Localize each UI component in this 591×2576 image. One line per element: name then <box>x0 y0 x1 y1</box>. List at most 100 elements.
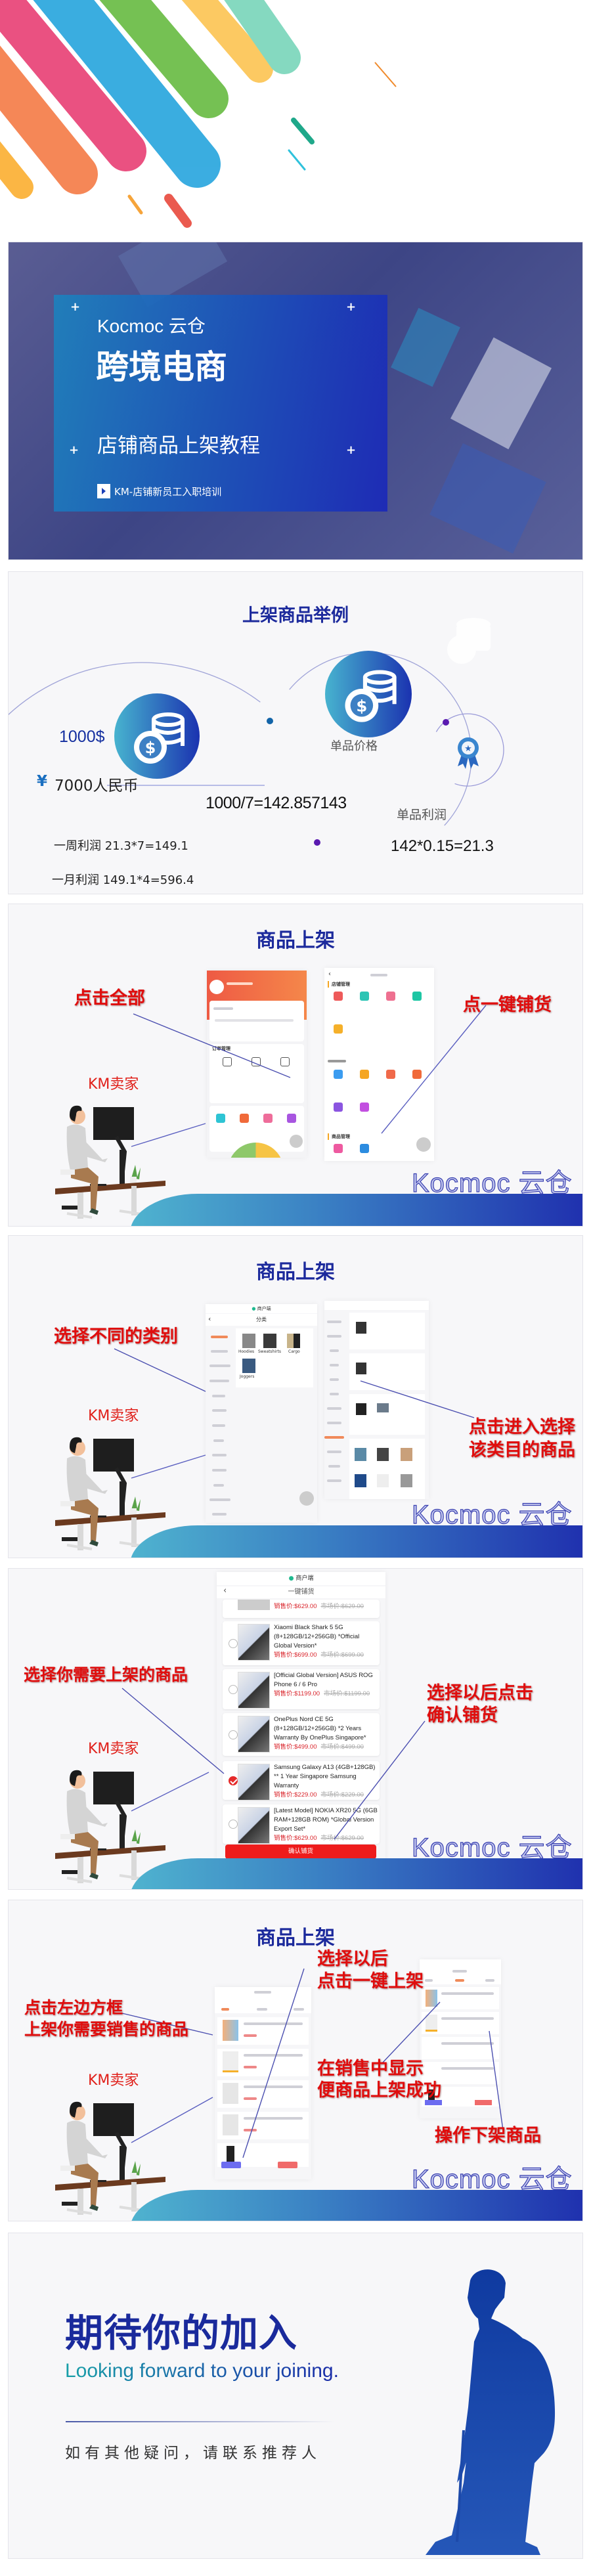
cover-subtitle: 店铺商品上架教程 <box>97 434 260 458</box>
plus-icon: + <box>69 443 79 457</box>
market-price: 市场价:$229.00 <box>320 1791 364 1799</box>
goods-section-label: 商品管理 <box>328 1133 350 1140</box>
app-home-screenshot: 订单管理 <box>207 971 307 1158</box>
closing-contact: 如有其他疑问，请联系推荐人 <box>65 2445 321 2462</box>
callout-select-category: 选择不同的类别 <box>54 1326 178 1347</box>
kocmoc-watermark: Kocmoc 云仓 <box>411 1500 573 1529</box>
product-card[interactable]: [Latest Model] NOKIA XR20 5G (6GB RAM+12… <box>223 1804 380 1844</box>
kocmoc-watermark: Kocmoc 云仓 <box>411 2164 573 2194</box>
svg-text:$: $ <box>145 739 156 757</box>
listing-screenshot <box>215 1987 311 2179</box>
callout-on-sale-1: 在销售中显示 <box>317 2059 424 2079</box>
cover-title-panel: Kocmoc 云仓 跨境电商 店铺商品上架教程 KM-店铺新员工入职培训 <box>54 295 387 512</box>
subcategory-screenshot <box>324 1301 429 1499</box>
km-seller-label: KM卖家 <box>88 1741 139 1757</box>
seller-at-desk-illustration <box>55 1437 165 1550</box>
pie-chart <box>228 1143 284 1158</box>
rmb-amount: 7000人民币 <box>55 777 139 795</box>
market-price: 市场价:$1199.00 <box>324 1690 370 1697</box>
yuan-icon: ¥ <box>37 773 48 790</box>
back-chevron-icon[interactable]: ‹ <box>328 971 331 978</box>
shop-section-label: 店铺管理 <box>328 981 350 988</box>
delist-button[interactable] <box>278 2162 297 2168</box>
section-title: 商品上架 <box>256 1927 335 1950</box>
market-price: 市场价:$629.00 <box>320 1835 364 1842</box>
delist-button[interactable] <box>475 2100 492 2105</box>
callout-after-select-1: 选择以后 <box>317 1949 388 1969</box>
select-checkbox[interactable] <box>229 1730 238 1739</box>
seller-at-desk-illustration <box>55 1105 165 1219</box>
step4-slide: 商品上架 选择以后 点击一键上架 点击左边方框 上架你需要销售的商品 在销售中显… <box>8 1900 583 2221</box>
product-label[interactable]: Hoodies <box>238 1349 255 1354</box>
product-card[interactable]: Xiaomi Black Shark 5 5G (8+128GB/12+256G… <box>223 1621 380 1665</box>
back-chevron-icon[interactable]: ‹ <box>223 1586 227 1596</box>
all-grid-icon[interactable] <box>287 1114 296 1123</box>
seller-at-desk-illustration <box>55 1770 165 1883</box>
plus-icon: + <box>346 443 357 457</box>
product-name: Samsung Galaxy A13 (4GB+128GB) ** 1 Year… <box>274 1764 376 1789</box>
on-sale-screenshot <box>420 1959 501 2118</box>
timeline-dot <box>443 719 449 726</box>
product-label[interactable]: Joggers <box>240 1374 255 1379</box>
callout-one-click-stock: 点一键铺货 <box>463 995 552 1015</box>
usd-amount: 1000$ <box>59 728 105 746</box>
km-seller-label: KM卖家 <box>88 1076 139 1093</box>
product-image <box>238 1764 270 1801</box>
section-title: 商品上架 <box>256 929 335 952</box>
example-slide: 上架商品举例 $ $ ★ 1000$ ¥ 7000人民币 单品价格 1000/7… <box>8 571 583 894</box>
example-title: 上架商品举例 <box>242 605 349 626</box>
callout-after-select-2: 点击一键上架 <box>317 1971 424 1992</box>
product-card[interactable]: OnePlus Nord CE 5G (8+128GB/12+256GB) *2… <box>223 1713 380 1756</box>
plus-icon: + <box>346 300 357 314</box>
back-chevron-icon[interactable]: ‹ <box>208 1315 211 1323</box>
product-card[interactable]: [Official Global Version] ASUS ROG Phone… <box>223 1669 380 1709</box>
product-label[interactable]: Sweatshirts <box>258 1349 281 1354</box>
product-image <box>238 1672 270 1709</box>
all-functions-screenshot: ‹ 店铺管理 商品管理 <box>324 968 434 1161</box>
km-seller-label: KM卖家 <box>88 1408 139 1424</box>
bottom-gradient-wave <box>130 1525 582 1558</box>
product-card[interactable]: Samsung Galaxy A13 (4GB+128GB) ** 1 Year… <box>223 1761 380 1801</box>
product-name: [Official Global Version] ASUS ROG Phone… <box>274 1672 373 1688</box>
select-checkbox[interactable] <box>229 1820 238 1829</box>
award-ribbon-icon: ★ <box>458 737 479 769</box>
kocmoc-watermark: Kocmoc 云仓 <box>411 1833 573 1862</box>
product-name: OnePlus Nord CE 5G (8+128GB/12+256GB) *2… <box>274 1716 366 1741</box>
closing-slide: 期待你的加入 Looking forward to your joining. … <box>8 2233 583 2559</box>
list-button[interactable] <box>221 2162 241 2168</box>
select-checkbox[interactable] <box>229 1684 238 1694</box>
cover-headline: 跨境电商 <box>96 348 227 386</box>
svg-text:$: $ <box>356 696 367 715</box>
timeline-dot <box>267 718 273 724</box>
step1-slide: 商品上架 订单管理 ‹ 店铺管理 商品管理 <box>8 904 583 1227</box>
confirm-stock-button[interactable]: 确认铺货 <box>225 1845 376 1859</box>
bottom-gradient-wave <box>130 1858 582 1889</box>
unit-price-label: 单品价格 <box>330 739 378 753</box>
order-section-label: 订单管理 <box>212 1046 230 1051</box>
callout-on-sale-2: 便商品上架成功 <box>317 2080 441 2101</box>
km-seller-label: KM卖家 <box>88 2072 139 2089</box>
coins-icon: $ <box>325 651 412 737</box>
product-image <box>238 1716 270 1753</box>
product-name: [Latest Model] NOKIA XR20 5G (6GB RAM+12… <box>274 1807 378 1833</box>
select-checkbox[interactable] <box>229 1638 238 1648</box>
hiker-silhouette <box>426 2269 556 2555</box>
screen-title: 一键铺货 <box>217 1586 385 1598</box>
one-click-stock-icon[interactable] <box>360 1144 369 1153</box>
bottom-gradient-wave <box>130 2190 582 2221</box>
product-image <box>238 1624 270 1661</box>
plus-icon: + <box>70 300 81 314</box>
callout-checkbox-1: 点击左边方框 <box>24 1998 123 2017</box>
laptop-photo-shape <box>429 443 546 554</box>
category-screenshot: ● 商户端 分类 ‹ Hoodies Sweatshirts Cargo Jog… <box>206 1304 317 1523</box>
tablet-photo-shape <box>450 337 552 450</box>
cover-slide: Kocmoc 云仓 跨境电商 店铺商品上架教程 KM-店铺新员工入职培训 + +… <box>8 242 583 560</box>
closing-english: Looking forward to your joining. <box>65 2360 339 2382</box>
product-label[interactable]: Cargo <box>288 1349 300 1354</box>
select-checkbox[interactable] <box>229 1776 238 1785</box>
sale-price: 销售价:$699.00 <box>274 1651 317 1659</box>
step2-slide: 商品上架 ● 商户端 分类 ‹ Hoodies Sweatshirts Carg… <box>8 1235 583 1558</box>
closing-headline: 期待你的加入 <box>65 2311 298 2355</box>
cover-brand: Kocmoc 云仓 <box>97 316 206 336</box>
